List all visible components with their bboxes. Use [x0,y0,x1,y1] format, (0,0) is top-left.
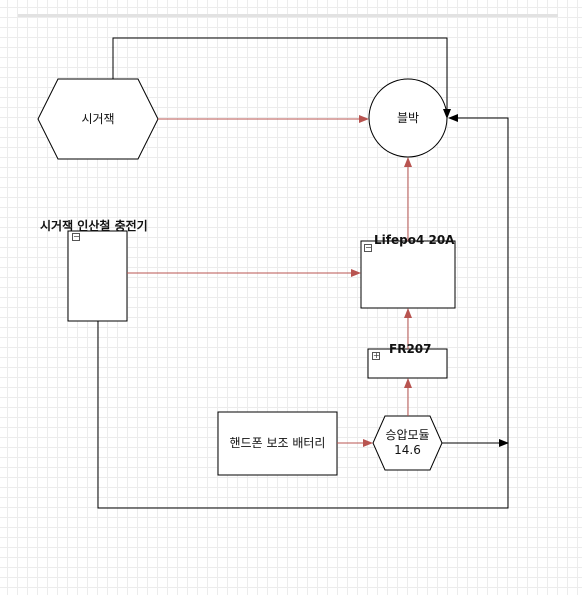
jack-charger-shape[interactable] [67,230,128,322]
jack-charger-collapse-toggle[interactable]: − [72,232,80,241]
fr207-label: FR207 [389,342,432,356]
lifepo4-collapse-toggle[interactable]: − [364,243,372,252]
power-bank-label: 핸드폰 보조 배터리 [229,436,326,450]
lifepo4-shape[interactable] [360,240,456,309]
jack-charger-label: 시거잭 인산철 충전기 [40,219,148,233]
fr207-expand-toggle[interactable]: + [372,351,380,360]
canvas-top-edge [18,14,558,17]
tracking-jack-shape[interactable] [37,78,159,160]
lifepo4-label: Lifepo4 20A [374,233,455,247]
power-bank-shape[interactable] [217,411,338,476]
boost-module-label: 승압모듈 14.6 [385,428,430,457]
boost-module-shape[interactable] [372,415,443,471]
block-label: 블박 [396,110,420,125]
tracking-jack-label: 시거잭 [81,111,115,126]
edge-jack-to-block-top[interactable] [112,37,451,119]
edge-charger-loop-to-block[interactable] [97,114,509,509]
